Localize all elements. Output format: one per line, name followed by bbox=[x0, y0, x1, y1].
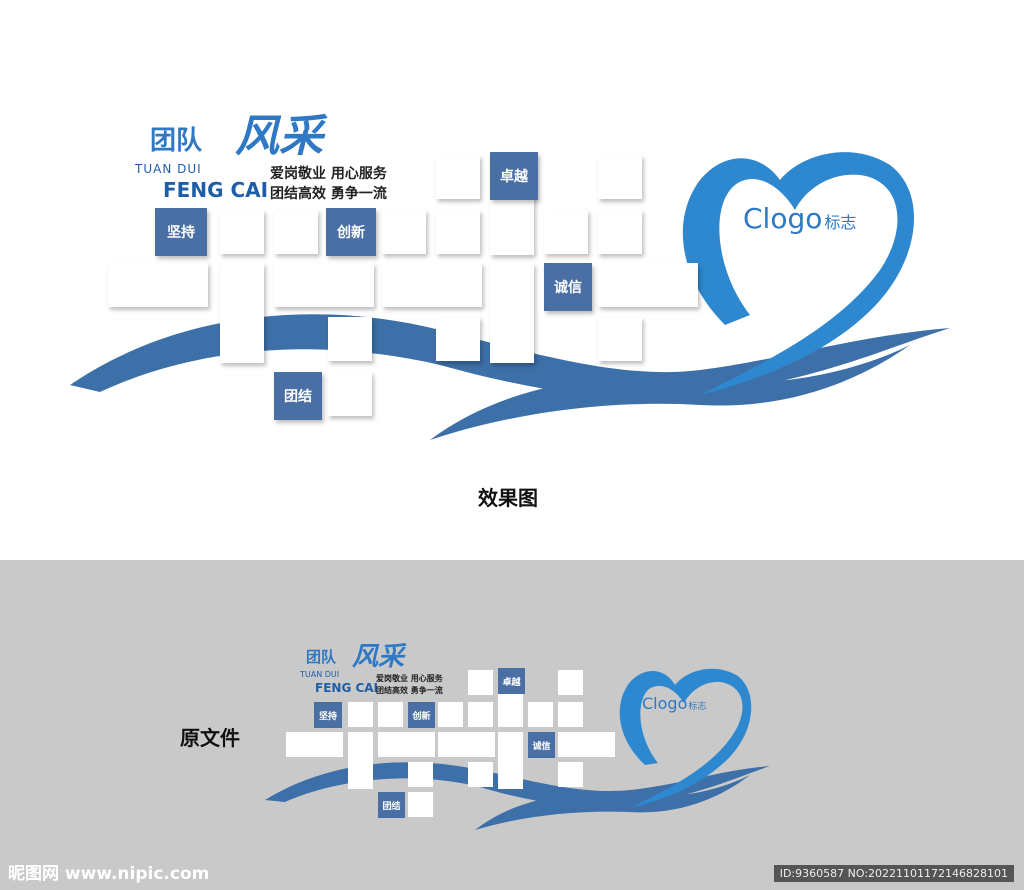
wall-tile bbox=[220, 210, 264, 254]
value-tile-zhuoyue: 卓越 bbox=[490, 152, 538, 200]
wall-tile bbox=[490, 263, 534, 363]
wall-tile bbox=[436, 210, 480, 254]
wall-original: 风采 团队 TUAN DUI FENG CAI 爱岗敬业 用心服务 团结高效 勇… bbox=[260, 630, 780, 830]
wall-effect: 风采 团队 TUAN DUI FENG CAI 爱岗敬业 用心服务 团结高效 勇… bbox=[60, 80, 960, 460]
wall-tile bbox=[528, 702, 553, 727]
wall-tile bbox=[382, 263, 482, 307]
wall-tile bbox=[108, 263, 208, 307]
wall-tile bbox=[468, 762, 493, 787]
wall-tile bbox=[348, 732, 373, 789]
value-tile-chengxin-small: 诚信 bbox=[528, 732, 555, 758]
wall-tile bbox=[598, 155, 642, 199]
wall-tile bbox=[408, 792, 433, 817]
logo-mark-small: Clogo标志 bbox=[642, 694, 706, 713]
wall-tile bbox=[436, 317, 480, 361]
value-tile-chuangxin-small: 创新 bbox=[408, 702, 435, 728]
value-tile-zhuoyue-small: 卓越 bbox=[498, 668, 525, 694]
title-prefix-small: 团队 bbox=[306, 648, 337, 666]
slogan-line-1-small: 爱岗敬业 用心服务 bbox=[376, 674, 443, 683]
title-pinyin-1-small: TUAN DUI bbox=[300, 670, 340, 679]
wall-tile bbox=[438, 732, 495, 757]
watermark-left: 昵图网 www.nipic.com bbox=[8, 864, 210, 884]
title-pinyin-2-small: FENG CAI bbox=[315, 681, 379, 695]
wall-tile bbox=[328, 372, 372, 416]
wall-tile bbox=[436, 155, 480, 199]
value-tile-jianchi-small: 坚持 bbox=[314, 702, 342, 728]
title-main-small: 风采 bbox=[352, 642, 405, 672]
value-tile-chuangxin: 创新 bbox=[326, 208, 376, 256]
wall-tile bbox=[598, 210, 642, 254]
swoosh-decoration-small bbox=[265, 668, 770, 830]
title-pinyin-1: TUAN DUI bbox=[135, 162, 202, 176]
wall-tile bbox=[558, 732, 615, 757]
wall-tile bbox=[378, 702, 403, 727]
caption-effect: 效果图 bbox=[478, 486, 538, 510]
wall-tile bbox=[438, 702, 463, 727]
watermark-right: ID:9360587 NO:20221101172146828101 bbox=[773, 865, 1014, 882]
slogan-line-1: 爱岗敬业 用心服务 bbox=[270, 166, 387, 182]
wall-tile bbox=[544, 210, 588, 254]
wall-tile bbox=[468, 702, 493, 727]
slogan-line-2-small: 团结高效 勇争一流 bbox=[376, 686, 443, 695]
value-tile-jianchi: 坚持 bbox=[155, 208, 207, 256]
wall-tile bbox=[274, 263, 374, 307]
title-pinyin-2: FENG CAI bbox=[163, 178, 269, 202]
wall-tile bbox=[558, 670, 583, 695]
wall-tile bbox=[378, 732, 435, 757]
wall-tile bbox=[558, 762, 583, 787]
value-tile-chengxin: 诚信 bbox=[544, 263, 592, 311]
wall-tile bbox=[598, 317, 642, 361]
wall-tile bbox=[274, 210, 318, 254]
logo-text: Clogo bbox=[743, 202, 823, 235]
logo-label-small: 标志 bbox=[688, 702, 707, 712]
wall-tile bbox=[498, 732, 523, 789]
value-tile-tuanjie: 团结 bbox=[274, 372, 322, 420]
wall-tile bbox=[220, 263, 264, 363]
wall-tile bbox=[286, 732, 343, 757]
wall-tile bbox=[328, 317, 372, 361]
logo-label: 标志 bbox=[824, 213, 857, 232]
value-tile-tuanjie-small: 团结 bbox=[378, 792, 405, 818]
wall-tile bbox=[468, 670, 493, 695]
logo-text-small: Clogo bbox=[642, 694, 688, 713]
slogan-line-2: 团结高效 勇争一流 bbox=[270, 186, 387, 202]
wall-tile bbox=[598, 263, 698, 307]
wall-tile bbox=[558, 702, 583, 727]
wall-tile bbox=[348, 702, 373, 727]
wall-tile bbox=[382, 210, 426, 254]
title-main: 风采 bbox=[235, 111, 323, 162]
caption-original: 原文件 bbox=[180, 726, 240, 750]
wall-tile bbox=[408, 762, 433, 787]
title-prefix: 团队 bbox=[150, 126, 203, 156]
